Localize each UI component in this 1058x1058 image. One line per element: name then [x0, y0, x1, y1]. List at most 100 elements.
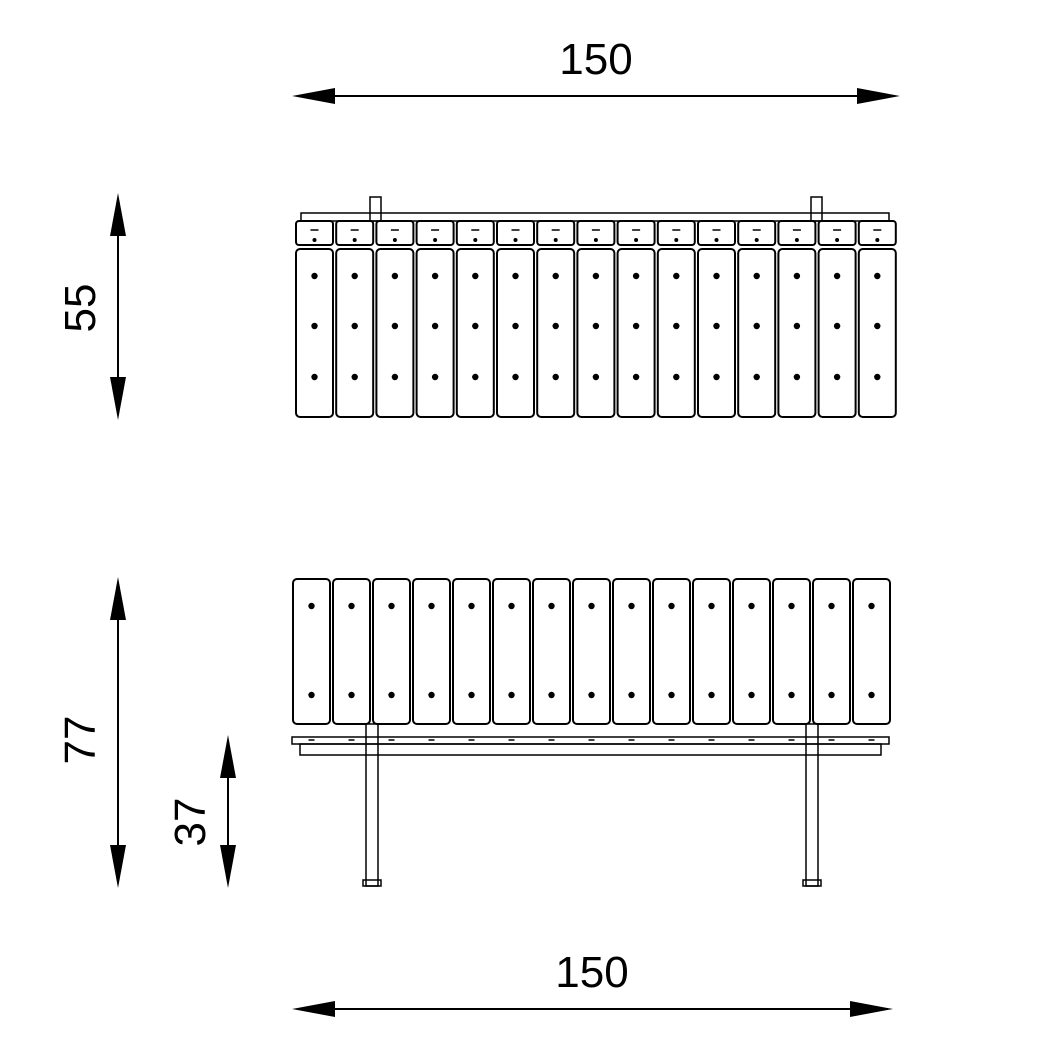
top-slat-dot [793, 272, 801, 280]
top-slat-dot [632, 373, 640, 381]
top-slat [817, 248, 857, 418]
front-slat-dot [748, 691, 755, 699]
top-slat [777, 248, 817, 418]
top-slat-dot [632, 272, 640, 280]
top-slat-dot [793, 373, 801, 381]
left-leg [365, 723, 379, 887]
front-slat-dot [468, 691, 475, 699]
top-slat-dot [833, 272, 841, 280]
top-slat [375, 248, 415, 418]
top-slat-dot [552, 373, 559, 381]
front-slat [652, 578, 691, 725]
front-slat-dot [828, 602, 835, 610]
top-slat-dot [632, 322, 640, 330]
top-slat-dot [431, 322, 439, 330]
front-slat [612, 578, 651, 725]
top-slat [857, 248, 897, 418]
top-slat-cap-dot [433, 238, 438, 242]
top-slat-dot [874, 373, 881, 381]
front-slat [572, 578, 611, 725]
top-slat-cap [656, 220, 696, 246]
top-slat-cap [616, 220, 656, 246]
top-slat-dot [431, 373, 439, 381]
front-slat-dot [428, 602, 435, 610]
front-slat-dot [788, 691, 795, 699]
top-slat-dot [713, 272, 720, 280]
top-slat-dot [512, 272, 519, 280]
front-view [291, 578, 891, 887]
top-slat-cap [375, 220, 415, 246]
top-slat [496, 248, 535, 418]
top-slat-dot [351, 272, 358, 280]
front-slat [732, 578, 771, 725]
top-slat-cap-dot [835, 238, 840, 242]
top-slat-cap-dot [473, 238, 478, 242]
front-height-dimension: 77 [56, 577, 126, 888]
front-slat-dot [348, 691, 355, 699]
top-slat-dot [391, 272, 399, 280]
top-slat-dot [673, 373, 680, 381]
top-slat [697, 248, 736, 418]
bottom-width-dimension: 150 [292, 948, 893, 1017]
top-slat-dot [552, 322, 559, 330]
front-slat [772, 578, 811, 725]
top-slat-dot [874, 322, 881, 330]
front-slat-dot [708, 602, 715, 610]
top-slat-dot [472, 322, 479, 330]
seat-height-dimension: 37 [166, 735, 236, 888]
front-slat-dot [548, 602, 555, 610]
front-slat-dot [868, 602, 875, 610]
top-slat-cap [817, 220, 857, 246]
front-slat-dot [748, 602, 755, 610]
top-slat-cap [777, 220, 817, 246]
top-slat-dot [592, 373, 600, 381]
front-slat-dot [628, 602, 635, 610]
top-slat-cap [576, 220, 616, 246]
top-slat-cap [496, 220, 535, 246]
top-height-label: 55 [56, 284, 105, 333]
top-slat-cap-dot [513, 238, 518, 242]
front-slat-dot [668, 691, 675, 699]
top-slat-dot [311, 322, 318, 330]
top-slat-dot [391, 373, 399, 381]
front-slat [292, 578, 331, 725]
front-slat-dot [828, 691, 835, 699]
front-slat-dot [588, 602, 595, 610]
front-slat-dot [868, 691, 875, 699]
top-slat-cap-dot [553, 238, 558, 242]
top-slat-cap-dot [352, 238, 357, 242]
top-slat-dot [673, 322, 680, 330]
front-slat [492, 578, 531, 725]
front-slat-dot [548, 691, 555, 699]
top-view [295, 196, 897, 418]
seat-height-label: 37 [166, 798, 215, 847]
top-slat [335, 248, 375, 418]
top-slat-dot [713, 322, 720, 330]
top-slat [295, 248, 334, 418]
front-slat-dot [388, 602, 395, 610]
front-slat-dot [508, 691, 515, 699]
top-slat-dot [592, 322, 600, 330]
front-slats [292, 578, 891, 725]
front-slat-dot [308, 691, 315, 699]
front-slat-dot [468, 602, 475, 610]
top-slat [576, 248, 616, 418]
front-slat-dot [428, 691, 435, 699]
top-slats [295, 220, 897, 418]
front-slat-dot [348, 602, 355, 610]
top-slat-cap [857, 220, 897, 246]
front-height-label: 77 [56, 716, 105, 765]
top-slat-cap-dot [634, 238, 639, 242]
top-slat-dot [833, 322, 841, 330]
top-slat [536, 248, 576, 418]
top-slat-cap-dot [312, 238, 317, 242]
front-slat [852, 578, 891, 725]
front-slat-dot [788, 602, 795, 610]
front-slat-dot [668, 602, 675, 610]
top-slat-cap-dot [593, 238, 598, 242]
top-slat-dot [351, 373, 358, 381]
right-leg [805, 723, 819, 887]
front-slat-dot [708, 691, 715, 699]
top-height-dimension: 55 [56, 193, 126, 420]
